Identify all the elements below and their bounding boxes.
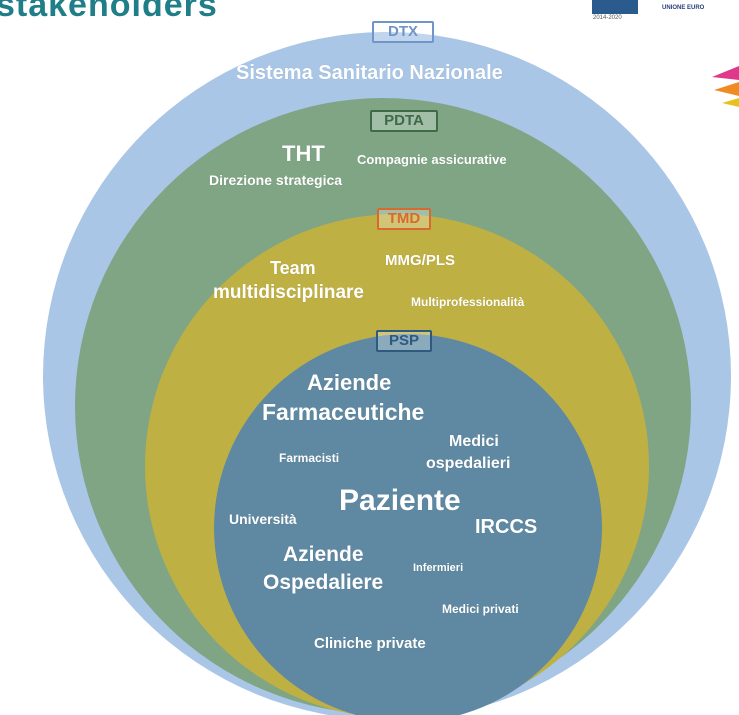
ring-psp [214, 334, 602, 715]
label-farmacisti: Farmacisti [279, 451, 340, 465]
label-multiprofessionalita: Multiprofessionalità [411, 295, 525, 309]
label-mmg-pls: MMG/PLS [385, 252, 455, 269]
arrow-logo-yellow-icon [722, 98, 739, 107]
eu-funds-logo [592, 0, 638, 14]
label-sistema-sanitario-nazionale: Sistema Sanitario Nazionale [236, 62, 503, 84]
label-tht: THT [282, 141, 325, 166]
label-aziende-farmaceutiche-1: Aziende [307, 370, 392, 395]
arrow-logo-pink-icon [712, 66, 739, 80]
label-medici-privati: Medici privati [442, 602, 519, 616]
label-multidisciplinare: multidisciplinare [213, 282, 364, 303]
eu-funds-year: 2014-2020 [593, 15, 622, 21]
label-aziende-farmaceutiche-2: Farmaceutiche [262, 399, 425, 425]
label-medici-ospedalieri-1: Medici [449, 433, 499, 450]
badge-psp: PSP [376, 330, 432, 352]
label-universita: Università [229, 511, 297, 527]
badge-tmd: TMD [377, 208, 431, 230]
label-compagnie-assicurative: Compagnie assicurative [357, 152, 507, 167]
badge-dtx: DTX [372, 21, 434, 43]
arrow-logo-orange-icon [714, 82, 739, 96]
label-cliniche-private: Cliniche private [314, 635, 426, 652]
eu-union-label: UNIONE EURO [662, 5, 705, 11]
page-title-fragment: stakeholders [0, 0, 218, 24]
label-irccs: IRCCS [475, 516, 538, 538]
badge-pdta: PDTA [370, 110, 438, 132]
label-paziente: Paziente [339, 484, 461, 517]
label-infermieri: Infermieri [413, 562, 464, 574]
label-aziende-ospedaliere-2: Ospedaliere [263, 571, 384, 594]
label-medici-ospedalieri-2: ospedalieri [426, 455, 511, 472]
label-direzione-strategica: Direzione strategica [209, 172, 343, 188]
label-aziende-ospedaliere-1: Aziende [283, 543, 364, 566]
label-team: Team [270, 258, 316, 278]
